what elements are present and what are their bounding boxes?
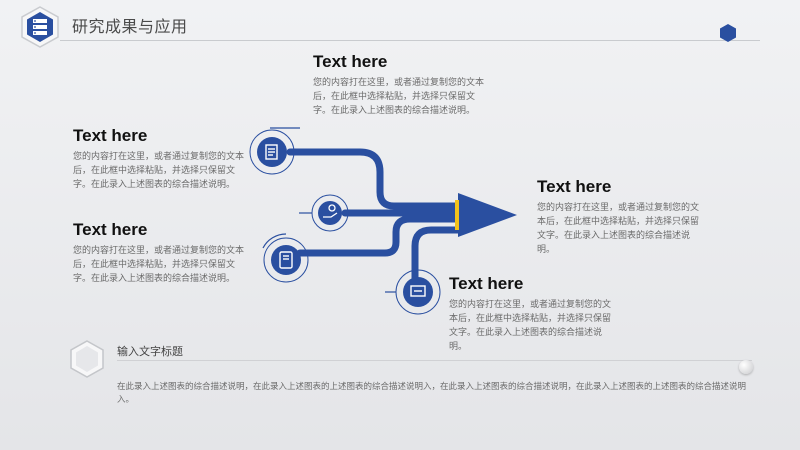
block-body: 您的内容打在这里，或者通过复制您的文本后，在此框中选择粘贴，并选择只保留文字。在… — [73, 246, 245, 284]
block-heading: Text here — [537, 177, 612, 196]
block-heading: Text here — [73, 220, 148, 239]
text-block-right: Text here 您的内容打在这里，或者通过复制您的文本后，在此框中选择粘贴，… — [537, 177, 707, 257]
block-body: 您的内容打在这里，或者通过复制您的文本后，在此框中选择粘贴，并选择只保留文字。在… — [313, 78, 485, 116]
footer-divider — [117, 360, 752, 361]
header-divider — [60, 40, 760, 41]
tablet-icon — [279, 251, 293, 269]
document-list-icon — [265, 144, 278, 160]
node-3 — [262, 233, 309, 283]
text-block-bottom: Text here 您的内容打在这里，或者通过复制您的文本后，在此框中选择粘贴，… — [449, 274, 619, 354]
hand-money-icon — [323, 204, 338, 218]
footer-title: 输入文字标题 — [117, 345, 183, 358]
node-4 — [385, 269, 441, 315]
text-block-left-upper: Text here 您的内容打在这里，或者通过复制您的文本后，在此框中选择粘贴，… — [73, 126, 248, 192]
node-2 — [299, 194, 349, 232]
block-body: 您的内容打在这里，或者通过复制您的文本后，在此框中选择粘贴，并选择只保留文字。在… — [73, 152, 245, 190]
presentation-board-icon — [410, 285, 426, 297]
block-heading: Text here — [449, 274, 524, 293]
text-block-top: Text here 您的内容打在这里，或者通过复制您的文本后，在此框中选择粘贴，… — [313, 52, 488, 118]
block-body: 您的内容打在这里，或者通过复制您的文本后，在此框中选择粘贴，并选择只保留文字。在… — [537, 203, 700, 255]
block-heading: Text here — [313, 52, 388, 71]
text-block-left-lower: Text here 您的内容打在这里，或者通过复制您的文本后，在此框中选择粘贴，… — [73, 220, 248, 286]
server-rack-icon — [21, 6, 59, 48]
slide-title: 研究成果与应用 — [72, 17, 188, 36]
sphere-ornament-icon — [739, 360, 753, 374]
footer-body: 在此录入上述图表的综合描述说明，在此录入上述图表的上述图表的综合描述说明入，在此… — [117, 382, 747, 405]
hexagon-ornament-icon — [70, 340, 104, 378]
hexagon-ornament-icon — [720, 24, 736, 42]
block-body: 您的内容打在这里，或者通过复制您的文本后，在此框中选择粘贴，并选择只保留文字。在… — [449, 300, 612, 352]
block-heading: Text here — [73, 126, 148, 145]
node-1 — [249, 127, 300, 175]
